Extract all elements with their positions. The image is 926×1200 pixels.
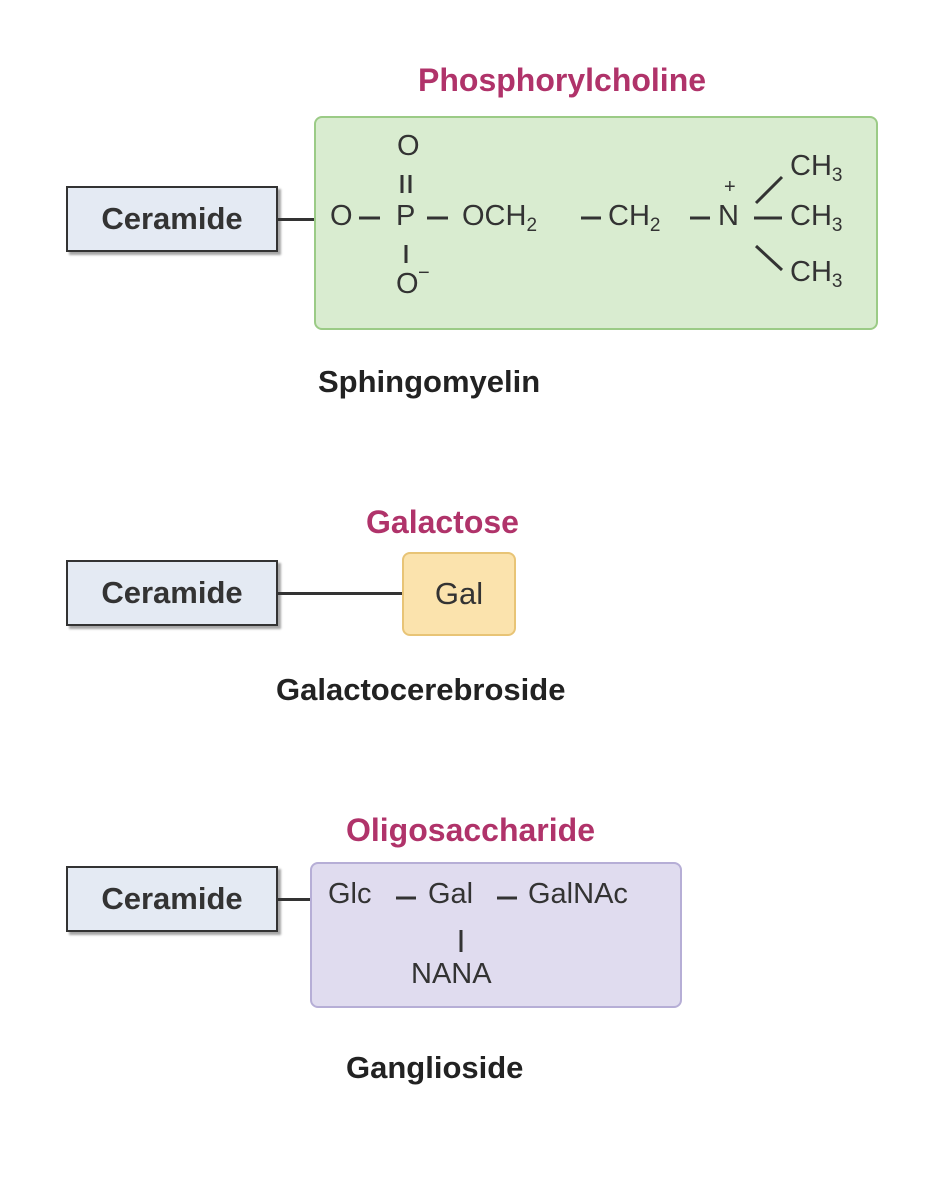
ceramide-connector bbox=[278, 592, 404, 595]
och2-group: OCH2 bbox=[462, 200, 538, 236]
ceramide-box: Ceramide bbox=[66, 866, 278, 932]
phosphorus: P bbox=[396, 200, 416, 232]
oxygen-top: O bbox=[397, 130, 420, 162]
galactocerebroside-name: Galactocerebroside bbox=[276, 672, 566, 707]
oligosaccharide-label: Oligosaccharide bbox=[346, 812, 595, 848]
sphingomyelin-bonds bbox=[359, 175, 784, 272]
bond-n-ch3-bottom bbox=[754, 244, 784, 272]
ceramide-connector bbox=[278, 218, 318, 221]
oligosaccharide-box bbox=[310, 862, 682, 1008]
oxygen-bottom: O bbox=[396, 268, 419, 300]
negative-charge: − bbox=[418, 262, 430, 284]
ceramide-box: Ceramide bbox=[66, 560, 278, 626]
sugar-gal: Gal bbox=[428, 878, 474, 910]
sugar-glc: Glc bbox=[328, 878, 372, 910]
ceramide-connector bbox=[278, 898, 314, 901]
phosphorylcholine-label: Phosphorylcholine bbox=[418, 62, 707, 98]
branch-nana: NANA bbox=[411, 958, 492, 990]
sphingomyelin-name: Sphingomyelin bbox=[318, 364, 541, 399]
sugar-galnac: GalNAc bbox=[528, 878, 628, 910]
ch2-group: CH2 bbox=[608, 200, 661, 236]
galactose-box: Gal bbox=[402, 552, 516, 636]
ch3-middle: CH3 bbox=[790, 200, 843, 236]
ganglioside-name: Ganglioside bbox=[346, 1050, 524, 1085]
bond-n-ch3-top bbox=[754, 175, 784, 205]
ganglioside-bonds bbox=[396, 896, 517, 952]
phosphorylcholine-box bbox=[314, 116, 878, 330]
nitrogen: N bbox=[718, 200, 739, 232]
ceramide-box: Ceramide bbox=[66, 186, 278, 252]
positive-charge: + bbox=[724, 176, 736, 198]
ch3-bottom: CH3 bbox=[790, 256, 843, 292]
ch3-top: CH3 bbox=[790, 150, 843, 186]
oxygen-left: O bbox=[330, 200, 353, 232]
galactose-label: Galactose bbox=[366, 504, 519, 540]
